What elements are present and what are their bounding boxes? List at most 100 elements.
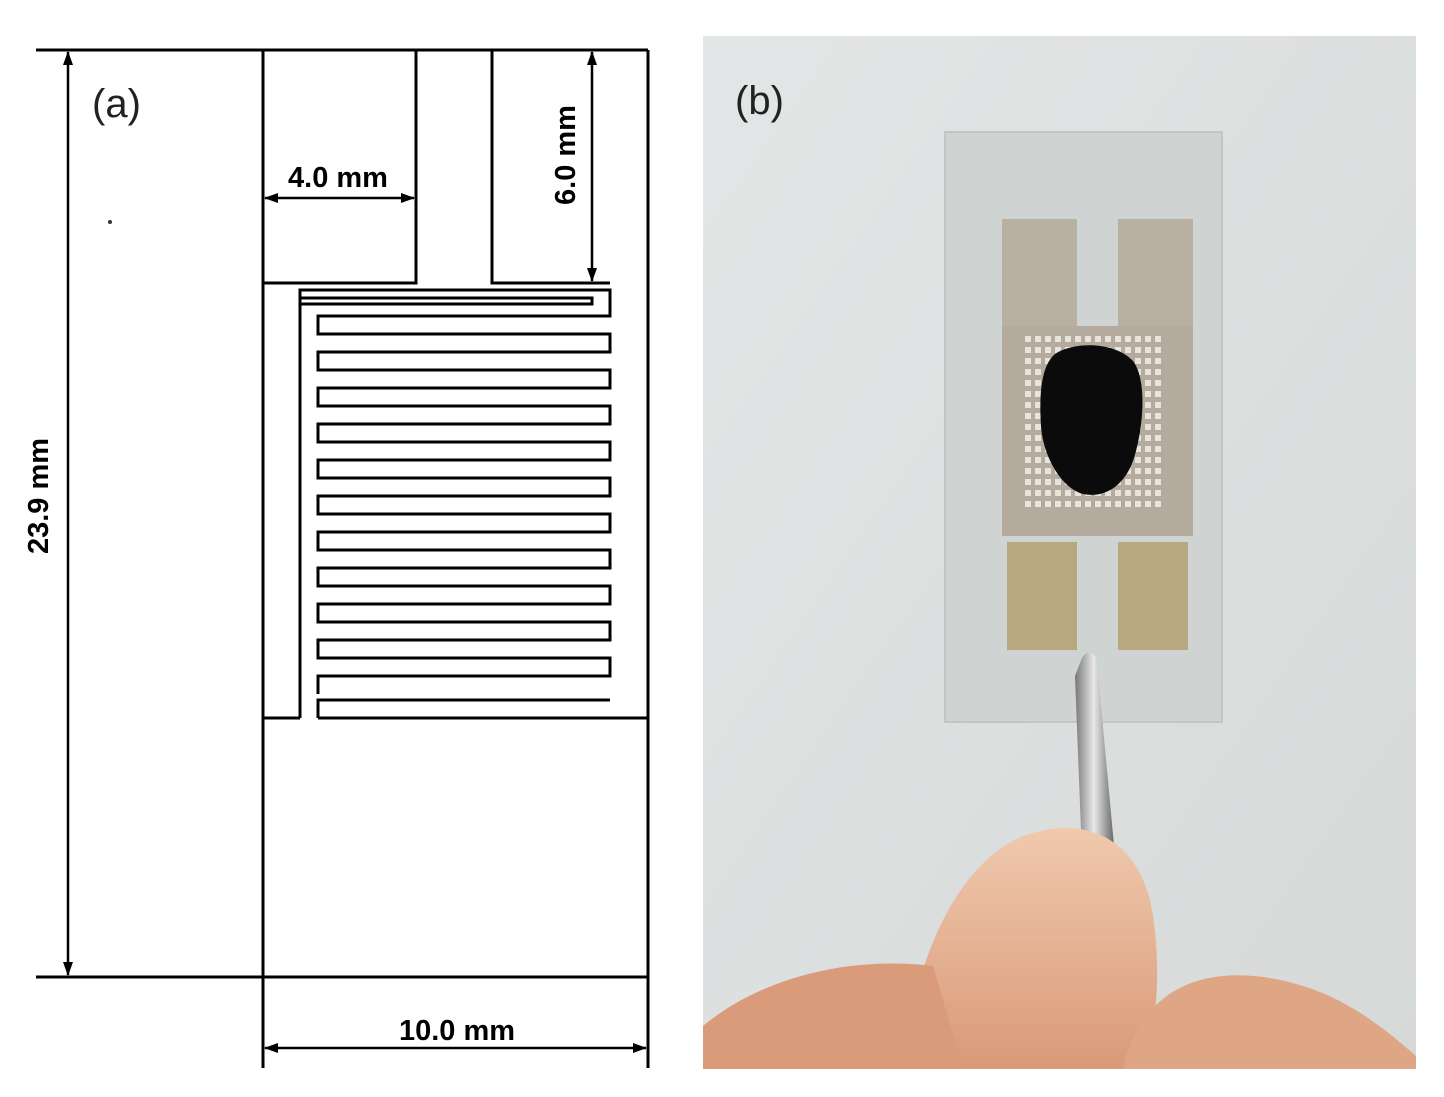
grid-dot xyxy=(1025,424,1031,430)
grid-dot xyxy=(1125,501,1131,507)
grid-dot xyxy=(1135,457,1141,463)
grid-dot xyxy=(1035,446,1041,452)
grid-dot xyxy=(1105,501,1111,507)
grid-dot xyxy=(1155,358,1161,364)
grid-dot xyxy=(1095,336,1101,342)
panel-b-label: (b) xyxy=(735,79,784,123)
grid-dot xyxy=(1135,358,1141,364)
grid-dot xyxy=(1085,336,1091,342)
grid-dot xyxy=(1075,501,1081,507)
bottom-left-contact-pad xyxy=(1007,542,1077,650)
grid-dot xyxy=(1135,479,1141,485)
grid-dot xyxy=(1025,468,1031,474)
grid-dot xyxy=(1035,391,1041,397)
grid-dot xyxy=(1155,457,1161,463)
grid-dot xyxy=(1145,457,1151,463)
grid-dot xyxy=(1145,391,1151,397)
grid-dot xyxy=(1035,402,1041,408)
grid-dot xyxy=(1025,501,1031,507)
grid-dot xyxy=(1115,347,1121,353)
grid-dot xyxy=(1035,424,1041,430)
grid-dot xyxy=(1155,336,1161,342)
hand xyxy=(703,963,963,1069)
grid-dot xyxy=(1145,336,1151,342)
grid-dot xyxy=(1025,490,1031,496)
grid-dot xyxy=(1025,446,1031,452)
grid-dot xyxy=(1145,446,1151,452)
height-dimension-label: 23.9 mm xyxy=(23,438,55,554)
grid-dot xyxy=(1125,347,1131,353)
grid-dot xyxy=(1155,369,1161,375)
panel-b-photo: (b) xyxy=(703,36,1416,1069)
grid-dot xyxy=(1065,490,1071,496)
grid-dot xyxy=(1045,501,1051,507)
grid-dot xyxy=(1145,358,1151,364)
grid-dot xyxy=(1035,468,1041,474)
finger-right xyxy=(1123,975,1416,1069)
grid-dot xyxy=(1055,501,1061,507)
grid-dot xyxy=(1045,347,1051,353)
grid-dot xyxy=(1045,336,1051,342)
grid-dot xyxy=(1105,490,1111,496)
grid-dot xyxy=(1155,435,1161,441)
grid-dot xyxy=(1025,479,1031,485)
grid-dot xyxy=(1065,336,1071,342)
grid-dot xyxy=(1055,479,1061,485)
grid-dot xyxy=(1025,347,1031,353)
grid-dot xyxy=(1065,501,1071,507)
grid-dot xyxy=(1045,358,1051,364)
grid-dot xyxy=(1135,468,1141,474)
grid-dot xyxy=(1155,446,1161,452)
grid-dot xyxy=(1035,347,1041,353)
grid-dot xyxy=(1135,336,1141,342)
grid-dot xyxy=(1155,402,1161,408)
grid-dot xyxy=(1115,336,1121,342)
grid-dot xyxy=(1055,490,1061,496)
grid-dot xyxy=(1035,336,1041,342)
grid-dot xyxy=(1035,490,1041,496)
grid-dot xyxy=(1055,347,1061,353)
grid-dot xyxy=(1025,402,1031,408)
grid-dot xyxy=(1025,336,1031,342)
grid-dot xyxy=(1135,446,1141,452)
grid-dot xyxy=(1125,336,1131,342)
grid-dot xyxy=(1025,358,1031,364)
grid-dot xyxy=(1025,380,1031,386)
grid-dot xyxy=(1145,369,1151,375)
interdigitated-electrode xyxy=(298,296,594,718)
grid-dot xyxy=(1145,435,1151,441)
grid-dot xyxy=(1075,490,1081,496)
grid-dot xyxy=(1035,358,1041,364)
grid-dot xyxy=(1135,490,1141,496)
grid-dot xyxy=(1155,479,1161,485)
grid-dot xyxy=(1145,413,1151,419)
grid-dot xyxy=(1025,435,1031,441)
grid-dot xyxy=(1045,490,1051,496)
grid-dot xyxy=(1035,501,1041,507)
grid-dot xyxy=(1125,479,1131,485)
grid-dot xyxy=(1145,347,1151,353)
grid-dot xyxy=(1115,501,1121,507)
panel-a-label: (a) xyxy=(92,82,141,126)
grid-dot xyxy=(1145,468,1151,474)
electrode-meander xyxy=(298,288,612,718)
total-width-dimension-label: 10.0 mm xyxy=(399,1015,515,1047)
grid-dot xyxy=(1145,424,1151,430)
sensing-material-blob xyxy=(1040,345,1143,495)
grid-dot xyxy=(1155,347,1161,353)
pin xyxy=(1075,652,1117,882)
grid-dot xyxy=(1155,413,1161,419)
grid-dot xyxy=(1045,468,1051,474)
frame-lines xyxy=(36,48,650,1068)
grid-dot xyxy=(1145,490,1151,496)
grid-dot xyxy=(1135,347,1141,353)
grid-dot xyxy=(1045,457,1051,463)
grid-dot xyxy=(1035,380,1041,386)
lead-length-dimension-label: 6.0 mm xyxy=(550,105,582,205)
grid-dot xyxy=(1055,336,1061,342)
electrode-bottom-lead xyxy=(316,698,610,718)
grid-dot xyxy=(1145,479,1151,485)
grid-dot xyxy=(1135,501,1141,507)
grid-dot xyxy=(1025,457,1031,463)
grid-dot xyxy=(1025,369,1031,375)
